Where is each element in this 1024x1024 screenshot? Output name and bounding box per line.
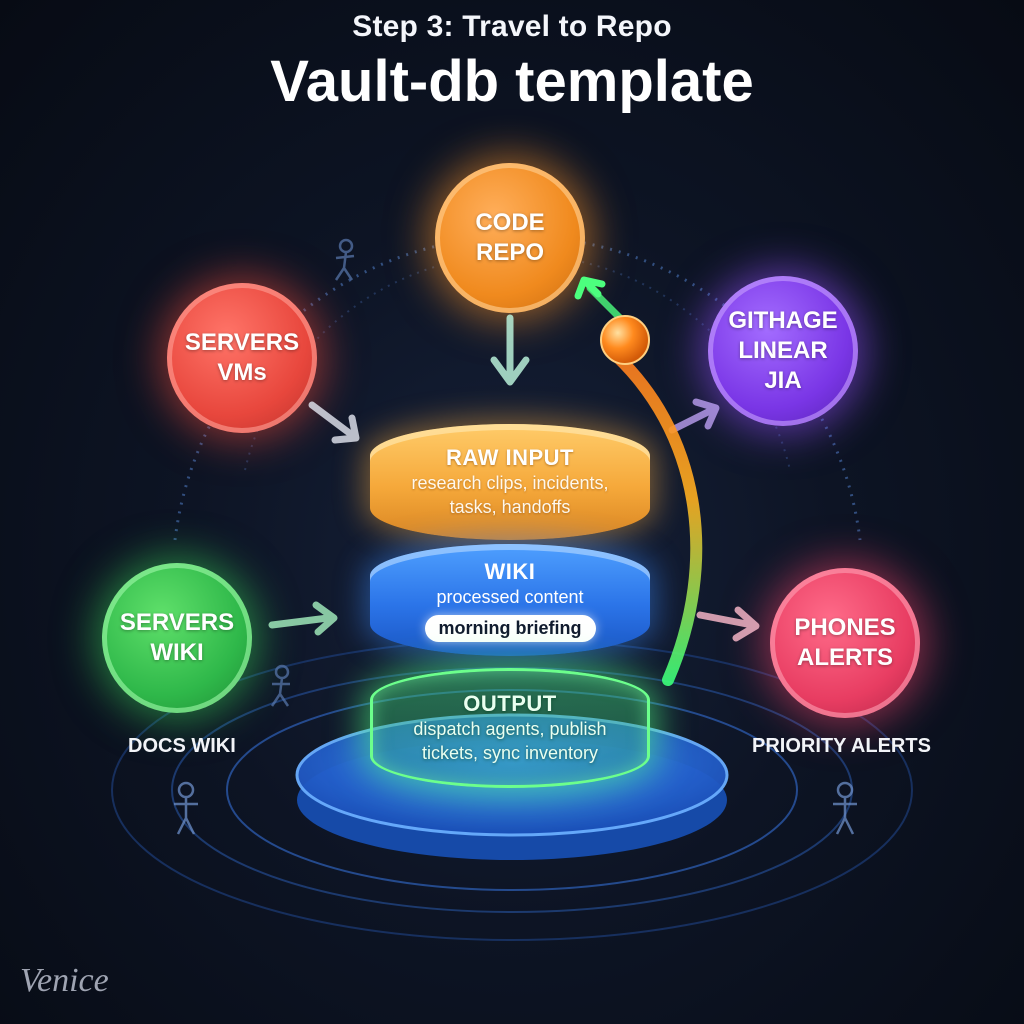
raw-input-desc-line: tasks, handoffs: [449, 497, 571, 517]
node-label-line: REPO: [475, 239, 544, 266]
node-label-line: SERVERS: [184, 329, 300, 356]
morning-briefing-chip[interactable]: morning briefing: [424, 614, 596, 642]
node-label-line: SERVERS: [119, 609, 235, 636]
node-label-line: JIA: [764, 367, 802, 394]
output-title: OUTPUT: [463, 691, 557, 716]
node-label-line: CODE: [475, 209, 545, 236]
page-title: Vault-db template: [270, 49, 754, 114]
node-label-line: WIKI: [150, 639, 204, 666]
node-label-line: VMs: [217, 359, 267, 386]
githage-linear-jia-node[interactable]: GITHAGE LINEAR JIA: [708, 276, 858, 426]
servers-vms-node[interactable]: SERVERS VMs: [167, 283, 317, 433]
node-label-line: PHONES: [794, 614, 896, 641]
raw-input-desc-line: research clips, incidents,: [411, 473, 609, 493]
venice-watermark: Venice: [20, 962, 109, 999]
priority-alerts-label: PRIORITY ALERTS: [752, 735, 931, 757]
raw-input-title: RAW INPUT: [446, 445, 574, 470]
raw-input-layer[interactable]: RAW INPUT research clips, incidents, tas…: [370, 424, 650, 540]
wiki-desc-line: processed content: [436, 586, 584, 607]
node-label-line: ALERTS: [797, 644, 893, 671]
node-label-line: LINEAR: [738, 337, 828, 364]
code-repo-node[interactable]: CODE REPO: [435, 163, 585, 313]
docs-wiki-label: DOCS WIKI: [128, 735, 236, 757]
phones-alerts-node[interactable]: PHONES ALERTS: [770, 568, 920, 718]
output-desc-line: dispatch agents, publish: [413, 719, 607, 739]
output-desc-line: tickets, sync inventory: [421, 743, 599, 763]
wiki-layer[interactable]: WIKI processed content morning briefing: [370, 544, 650, 656]
servers-wiki-node[interactable]: SERVERS WIKI: [102, 563, 252, 713]
wiki-title: WIKI: [484, 558, 536, 584]
node-label-line: GITHAGE: [728, 307, 838, 334]
output-layer[interactable]: OUTPUT dispatch agents, publish tickets,…: [370, 668, 650, 788]
step-subtitle: Step 3: Travel to Repo: [352, 10, 672, 43]
